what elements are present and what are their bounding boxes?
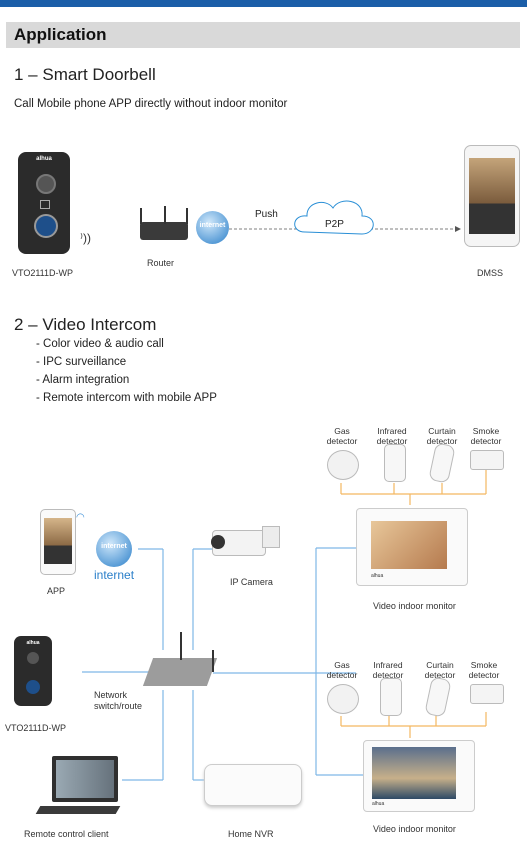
push-label: Push — [255, 209, 278, 220]
camera-lens-icon — [211, 535, 225, 549]
ip-camera-device — [211, 530, 266, 556]
detector-name: Smoke — [472, 426, 500, 436]
doorbell-label: VTO2111D-WP — [12, 268, 74, 278]
top-accent-bar — [0, 0, 527, 7]
network-switch-device — [142, 658, 218, 686]
monitor-brand-logo: alhua — [371, 573, 384, 579]
phone-screen-video — [469, 158, 515, 234]
camera-mount-icon — [262, 526, 280, 548]
detector-name: Curtain — [428, 426, 456, 436]
internet-globe-icon: internet — [196, 211, 229, 244]
monitor-screen-face — [371, 521, 447, 569]
detector-name: Gas — [334, 660, 350, 670]
detector-type: detector — [326, 670, 358, 680]
smoke-detector-icon — [470, 684, 504, 704]
detector-type: detector — [376, 436, 408, 446]
infrared-detector-icon — [384, 444, 406, 482]
internet-globe-icon: internet — [96, 531, 132, 567]
nvr-label: Home NVR — [228, 829, 274, 839]
camera-lens-icon — [27, 652, 39, 664]
app-label: APP — [47, 586, 66, 596]
section-header: Application — [6, 22, 520, 48]
detector-label-curtain: Curtain detector — [422, 660, 458, 680]
router-antenna-icon — [140, 208, 142, 224]
detector-name: Gas — [334, 426, 350, 436]
detector-name: Infrared — [377, 426, 407, 436]
bullet-item: - IPC surveillance — [36, 356, 127, 368]
detector-label-infrared: Infrared detector — [370, 660, 406, 680]
doorbell-device: alhua — [18, 152, 70, 254]
monitor-label: Video indoor monitor — [373, 824, 456, 834]
video-intercom-heading: 2 – Video Intercom — [14, 315, 157, 334]
detector-label-smoke: Smoke detector — [466, 660, 502, 680]
detector-label-curtain: Curtain detector — [424, 426, 460, 446]
router-antenna-icon — [186, 208, 188, 224]
bullet-item: - Remote intercom with mobile APP — [36, 392, 217, 404]
detector-label-smoke: Smoke detector — [468, 426, 504, 446]
detector-label-infrared: Infrared detector — [374, 426, 410, 446]
indoor-monitor-device: alhua — [363, 740, 475, 812]
smart-doorbell-heading: 1 – Smart Doorbell — [14, 65, 156, 84]
dmss-label: DMSS — [477, 268, 504, 278]
bullet-item: - Alarm integration — [36, 374, 130, 386]
wifi-signal-icon: ⁾)) — [80, 231, 91, 245]
detector-type: detector — [424, 670, 456, 680]
app-phone-device — [40, 509, 76, 575]
doorbell-label: VTO2111D-WP — [5, 723, 67, 733]
internet-globe-text: internet — [101, 543, 127, 550]
infrared-detector-icon — [380, 678, 402, 716]
detector-name: Infrared — [373, 660, 403, 670]
p2p-label: P2P — [325, 219, 344, 230]
monitor-brand-logo: alhua — [372, 801, 385, 807]
call-button-icon — [34, 214, 58, 238]
detector-type: detector — [468, 670, 500, 680]
gas-detector-icon — [327, 450, 359, 480]
router-label: Router — [147, 258, 175, 268]
detector-label-gas: Gas detector — [326, 660, 358, 680]
gas-detector-icon — [327, 684, 359, 714]
computer-screen — [56, 760, 114, 798]
detector-name: Curtain — [426, 660, 454, 670]
router-antenna-icon — [164, 206, 166, 224]
wifi-signal-icon: ◠ — [76, 512, 85, 523]
card-reader-icon — [40, 200, 50, 209]
keyboard-icon — [35, 806, 121, 814]
smart-doorbell-description: Call Mobile phone APP directly without i… — [14, 98, 288, 110]
monitor-label: Video indoor monitor — [373, 601, 456, 611]
camera-lens-icon — [36, 174, 56, 194]
computer-monitor-device — [52, 756, 118, 802]
switch-antenna-icon — [212, 650, 214, 672]
detector-label-gas: Gas detector — [326, 426, 358, 446]
detector-name: Smoke — [470, 660, 498, 670]
smartphone-device — [464, 145, 520, 247]
indoor-monitor-device: alhua — [356, 508, 468, 586]
doorbell-brand-logo: alhua — [36, 156, 52, 162]
detector-type: detector — [426, 436, 458, 446]
doorbell-brand-logo: alhua — [26, 640, 40, 646]
call-button-icon — [26, 680, 40, 694]
internet-text: internet — [94, 568, 135, 582]
bullet-item: - Color video & audio call — [36, 338, 164, 350]
doorbell-device: alhua — [14, 636, 52, 706]
ip-camera-label: IP Camera — [230, 577, 273, 587]
smoke-detector-icon — [470, 450, 504, 470]
router-device — [140, 222, 188, 240]
monitor-screen-landscape — [372, 747, 456, 799]
internet-globe-text: internet — [199, 222, 226, 229]
detector-type: detector — [470, 436, 502, 446]
switch-antenna-icon — [180, 632, 182, 660]
switch-label-line2: switch/route — [94, 701, 143, 711]
remote-client-label: Remote control client — [24, 829, 109, 839]
section-title: Application — [14, 25, 107, 44]
nvr-device — [204, 764, 302, 806]
detector-type: detector — [326, 436, 358, 446]
switch-label-line1: Network — [94, 690, 128, 700]
app-phone-screen — [44, 518, 72, 564]
detector-type: detector — [372, 670, 404, 680]
